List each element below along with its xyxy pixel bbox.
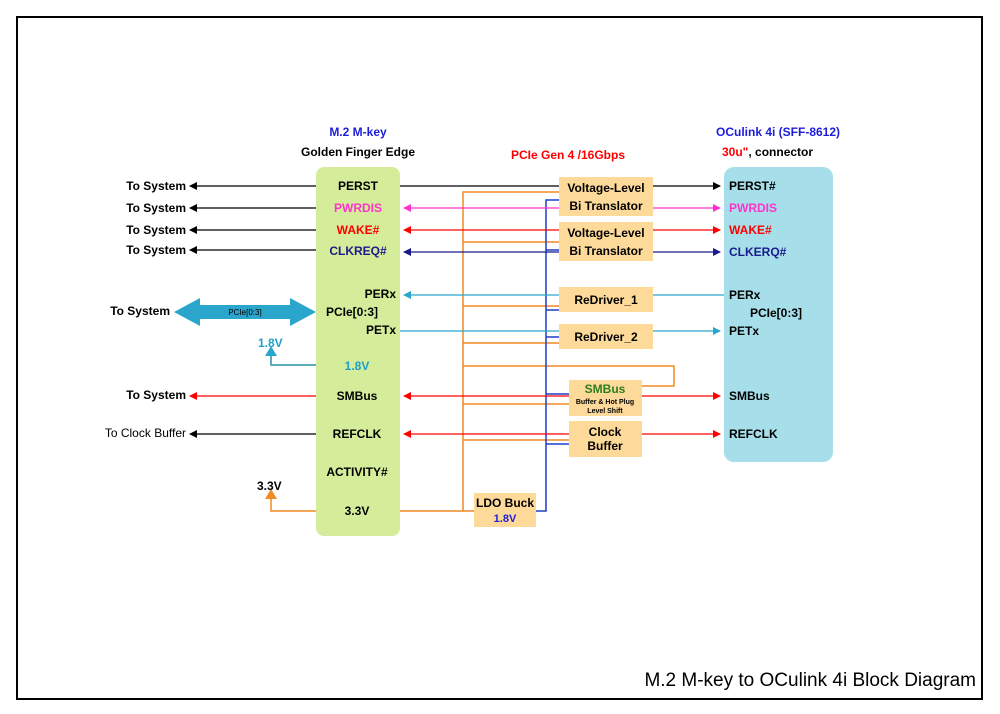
- pcie-double-arrow: [174, 298, 316, 326]
- vlt2-line1: Voltage-Level: [567, 226, 644, 240]
- ldo-buck-line2: 1.8V: [494, 513, 517, 525]
- pcie-arrow-label: PCIe[0:3]: [228, 308, 261, 317]
- oculink-spec-rest: , connector: [748, 145, 813, 159]
- m2-title: M.2 M-key: [329, 125, 387, 139]
- smbus-block-sub2: Level Shift: [587, 408, 623, 415]
- oculink-pin-clkerq: CLKERQ#: [729, 245, 787, 259]
- m2-pin-pwrdis: PWRDIS: [334, 201, 382, 215]
- m2-pin-perx: PERx: [365, 287, 397, 301]
- clock-buffer-line1: Clock: [589, 425, 622, 439]
- v33-left-label: 3.3V: [257, 479, 282, 493]
- vlt1-line1: Voltage-Level: [567, 181, 644, 195]
- to-system-smbus-label: To System: [126, 388, 186, 402]
- m2-pin-wake: WAKE#: [337, 223, 380, 237]
- to-clock-buffer-label: To Clock Buffer: [105, 426, 186, 440]
- m2-connector-block: [316, 167, 400, 536]
- m2-pin-petx: PETx: [366, 323, 396, 337]
- pcie-gen-label: PCIe Gen 4 /16Gbps: [511, 148, 625, 162]
- voltage-translator-2-block: [559, 222, 653, 261]
- oculink-pin-smbus: SMBus: [729, 389, 770, 403]
- v18-line-cyan: [270, 354, 316, 366]
- diagram-title: M.2 M-key to OCulink 4i Block Diagram: [644, 670, 976, 691]
- smbus-block-title: SMBus: [585, 382, 626, 396]
- redriver-1-label: ReDriver_1: [574, 293, 638, 307]
- diagram-frame: [16, 16, 983, 700]
- oculink-pin-refclk: REFCLK: [729, 427, 778, 441]
- oculink-connector-block: [724, 167, 833, 462]
- m2-pin-clkreq: CLKREQ#: [329, 244, 387, 258]
- to-system-label-4: To System: [126, 243, 186, 257]
- clock-buffer-block: [569, 421, 642, 457]
- m2-pin-pcie: PCIe[0:3]: [326, 305, 378, 319]
- m2-pin-smbus: SMBus: [337, 389, 378, 403]
- m2-pin-refclk: REFCLK: [333, 427, 382, 441]
- m2-pin-activity: ACTIVITY#: [326, 465, 388, 479]
- oculink-spec-red: 30u": [722, 145, 748, 159]
- vlt2-line2: Bi Translator: [569, 244, 643, 258]
- to-system-label-2: To System: [126, 201, 186, 215]
- vlt1-line2: Bi Translator: [569, 199, 643, 213]
- oculink-subtitle: 30u", connector: [722, 145, 813, 159]
- oculink-pin-perx: PERx: [729, 288, 761, 302]
- v18-left-label: 1.8V: [258, 336, 283, 350]
- v18-arrowhead: [265, 346, 277, 356]
- m2-pin-3v3: 3.3V: [345, 504, 370, 518]
- ldo-buck-block: [474, 493, 536, 527]
- to-system-label-3: To System: [126, 223, 186, 237]
- oculink-pin-wake: WAKE#: [729, 223, 772, 237]
- redriver-1-block: [559, 287, 653, 312]
- m2-pin-1v8: 1.8V: [345, 359, 370, 373]
- oculink-pin-pwrdis: PWRDIS: [729, 201, 777, 215]
- redriver-2-block: [559, 324, 653, 349]
- smbus-block-sub1: Buffer & Hot Plug: [576, 399, 634, 406]
- to-system-label-1: To System: [126, 179, 186, 193]
- oculink-title: OCulink 4i (SFF-8612): [716, 125, 840, 139]
- oculink-pin-pcie: PCIe[0:3]: [750, 306, 802, 320]
- ldo-buck-line1: LDO Buck: [476, 496, 534, 510]
- oculink-pin-petx: PETx: [729, 324, 759, 338]
- voltage-translator-1-block: [559, 177, 653, 216]
- v33-arrowhead: [265, 489, 277, 499]
- clock-buffer-line2: Buffer: [587, 439, 623, 453]
- m2-pin-perst: PERST: [338, 179, 379, 193]
- m2-subtitle: Golden Finger Edge: [301, 145, 415, 159]
- redriver-2-label: ReDriver_2: [574, 330, 638, 344]
- oculink-pin-perst: PERST#: [729, 179, 776, 193]
- smbus-buffer-block: [569, 380, 642, 416]
- to-system-pcie-label: To System: [110, 304, 170, 318]
